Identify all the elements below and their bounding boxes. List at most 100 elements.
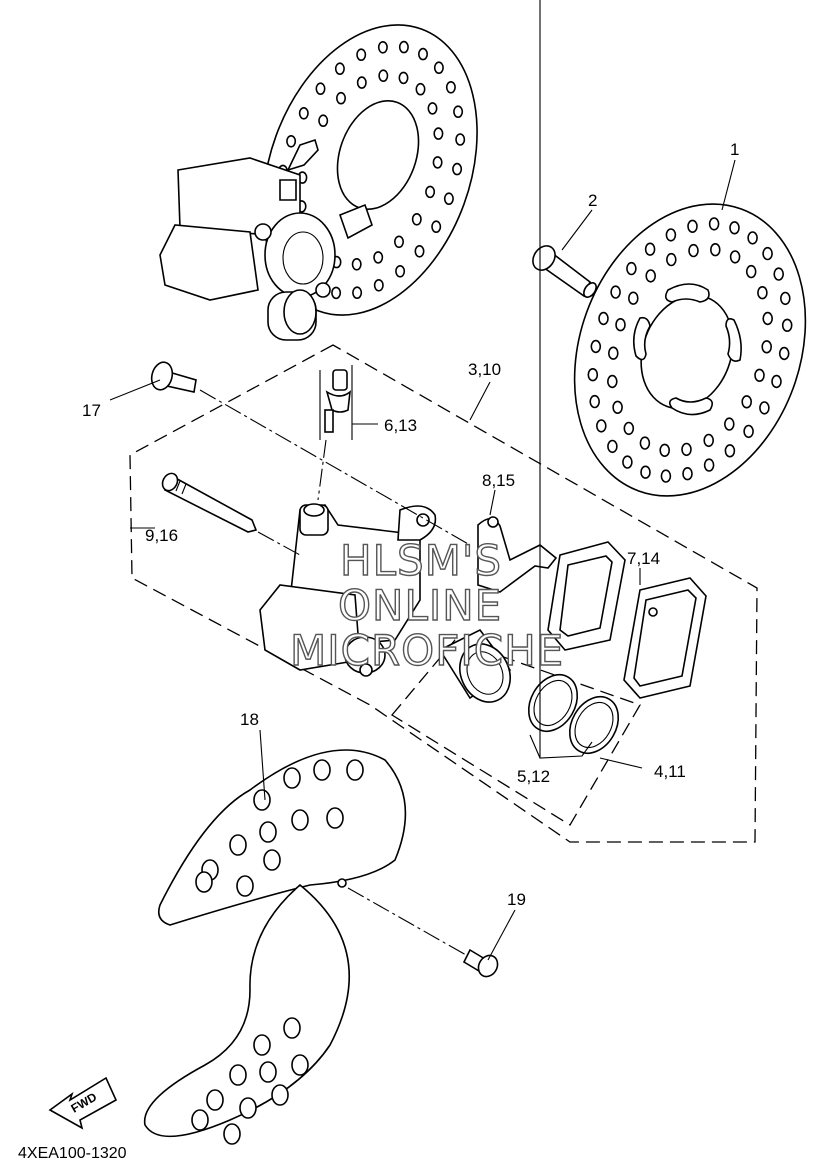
caliper-body-part-3 [259, 503, 437, 677]
perforation-hole [759, 401, 770, 415]
perforation-hole [373, 278, 384, 292]
leader-lines [109, 0, 736, 961]
perforation-hole [433, 127, 444, 140]
perforation-hole [779, 291, 791, 306]
callout-8-15: 8,15 [482, 471, 515, 490]
perforation-hole [665, 228, 677, 242]
assembled-brake-illustration [159, 24, 478, 341]
guard-hole [229, 834, 247, 856]
forward-direction-arrow: FWD [48, 1076, 118, 1130]
disc-guard-part-18 [143, 749, 407, 1145]
callout-labels: 1 2 3,10 17 6,13 8,15 9,16 7,14 18 4,11 … [82, 140, 739, 909]
perforation-hole [640, 465, 651, 479]
perforation-hole [393, 235, 404, 249]
perforation-hole [415, 82, 426, 96]
perforation-hole [645, 269, 657, 283]
perforation-hole [356, 76, 367, 89]
perforation-hole [622, 455, 633, 469]
perforation-hole [778, 346, 790, 361]
guard-hole [346, 759, 364, 781]
guard-hole [291, 809, 309, 831]
perforation-hole [335, 91, 346, 105]
perforation-hole [298, 107, 309, 120]
brake-disc-holes [587, 217, 793, 483]
perforation-hole [741, 395, 753, 409]
perforation-hole [286, 135, 297, 148]
perforation-hole [455, 133, 466, 146]
perforation-hole [589, 394, 601, 409]
perforation-hole [757, 286, 768, 300]
perforation-hole [724, 444, 736, 458]
perforation-hole [606, 374, 618, 389]
watermark: HLSM'S ONLINE MICROFICHE [289, 535, 564, 675]
callout-19: 19 [507, 890, 526, 909]
callout-3-10: 3,10 [468, 360, 501, 379]
perforation-hole [414, 245, 425, 258]
bolt-part-17 [150, 361, 197, 393]
perforation-hole [331, 286, 342, 300]
perforation-hole [729, 250, 741, 264]
perforation-hole [781, 318, 793, 332]
perforation-hole [723, 417, 735, 431]
perforation-hole [612, 400, 623, 414]
pad-spring-part-8 [477, 516, 558, 593]
perforation-hole [398, 40, 409, 54]
callout-18: 18 [240, 710, 259, 729]
guard-hole [195, 871, 213, 893]
perforation-hole [334, 62, 345, 75]
callout-7-14: 7,14 [627, 549, 660, 568]
perforation-hole [453, 105, 464, 118]
piston-seals-part-5 [527, 673, 620, 755]
brake-pads-part-7 [547, 541, 707, 699]
guard-hole [253, 1034, 271, 1056]
perforation-hole [607, 346, 619, 360]
guard-hole [271, 1084, 289, 1106]
perforation-hole [660, 469, 672, 483]
perforation-hole [644, 242, 656, 256]
perforation-hole [398, 71, 409, 85]
perforation-hole [590, 339, 602, 354]
perforation-hole [626, 261, 637, 276]
guard-hole [191, 1109, 209, 1131]
bleed-screw-part-6 [319, 365, 353, 440]
caliper-piston [438, 628, 512, 703]
guard-hole [313, 759, 331, 781]
guard-hole [259, 1061, 277, 1083]
perforation-hole [318, 114, 329, 127]
perforation-hole [315, 82, 326, 95]
perforation-hole [708, 217, 720, 231]
perforation-hole [373, 251, 384, 264]
perforation-hole [703, 458, 715, 472]
guard-hole [253, 789, 271, 811]
perforation-hole [688, 243, 699, 258]
perforation-hole [659, 443, 671, 457]
disc-bolt-part-2 [532, 245, 597, 298]
perforation-hole [687, 219, 698, 234]
perforation-hole [417, 47, 428, 61]
guard-hole [326, 807, 344, 829]
perforation-hole [431, 220, 442, 233]
perforation-hole [427, 102, 438, 115]
perforation-hole [452, 162, 463, 176]
guard-hole [236, 875, 254, 897]
perforation-hole [395, 264, 406, 278]
perforation-hole [352, 286, 363, 300]
perforation-hole [771, 374, 782, 389]
perforation-hole [627, 291, 639, 305]
alignment-centerlines [199, 389, 471, 956]
guard-hole [291, 1054, 309, 1076]
watermark-line-3: MICROFICHE [290, 626, 564, 675]
callout-17: 17 [82, 401, 101, 420]
perforation-hole [356, 48, 367, 62]
guard-hole [283, 767, 301, 789]
perforation-hole [681, 442, 692, 457]
perforation-hole [745, 264, 757, 279]
callout-9-16: 9,16 [145, 526, 178, 545]
watermark-line-1: HLSM'S [340, 536, 502, 585]
perforation-hole [595, 419, 607, 433]
perforation-hole [598, 311, 609, 326]
assembled-caliper [159, 138, 373, 341]
perforation-hole [747, 231, 758, 245]
perforation-hole [615, 318, 626, 332]
